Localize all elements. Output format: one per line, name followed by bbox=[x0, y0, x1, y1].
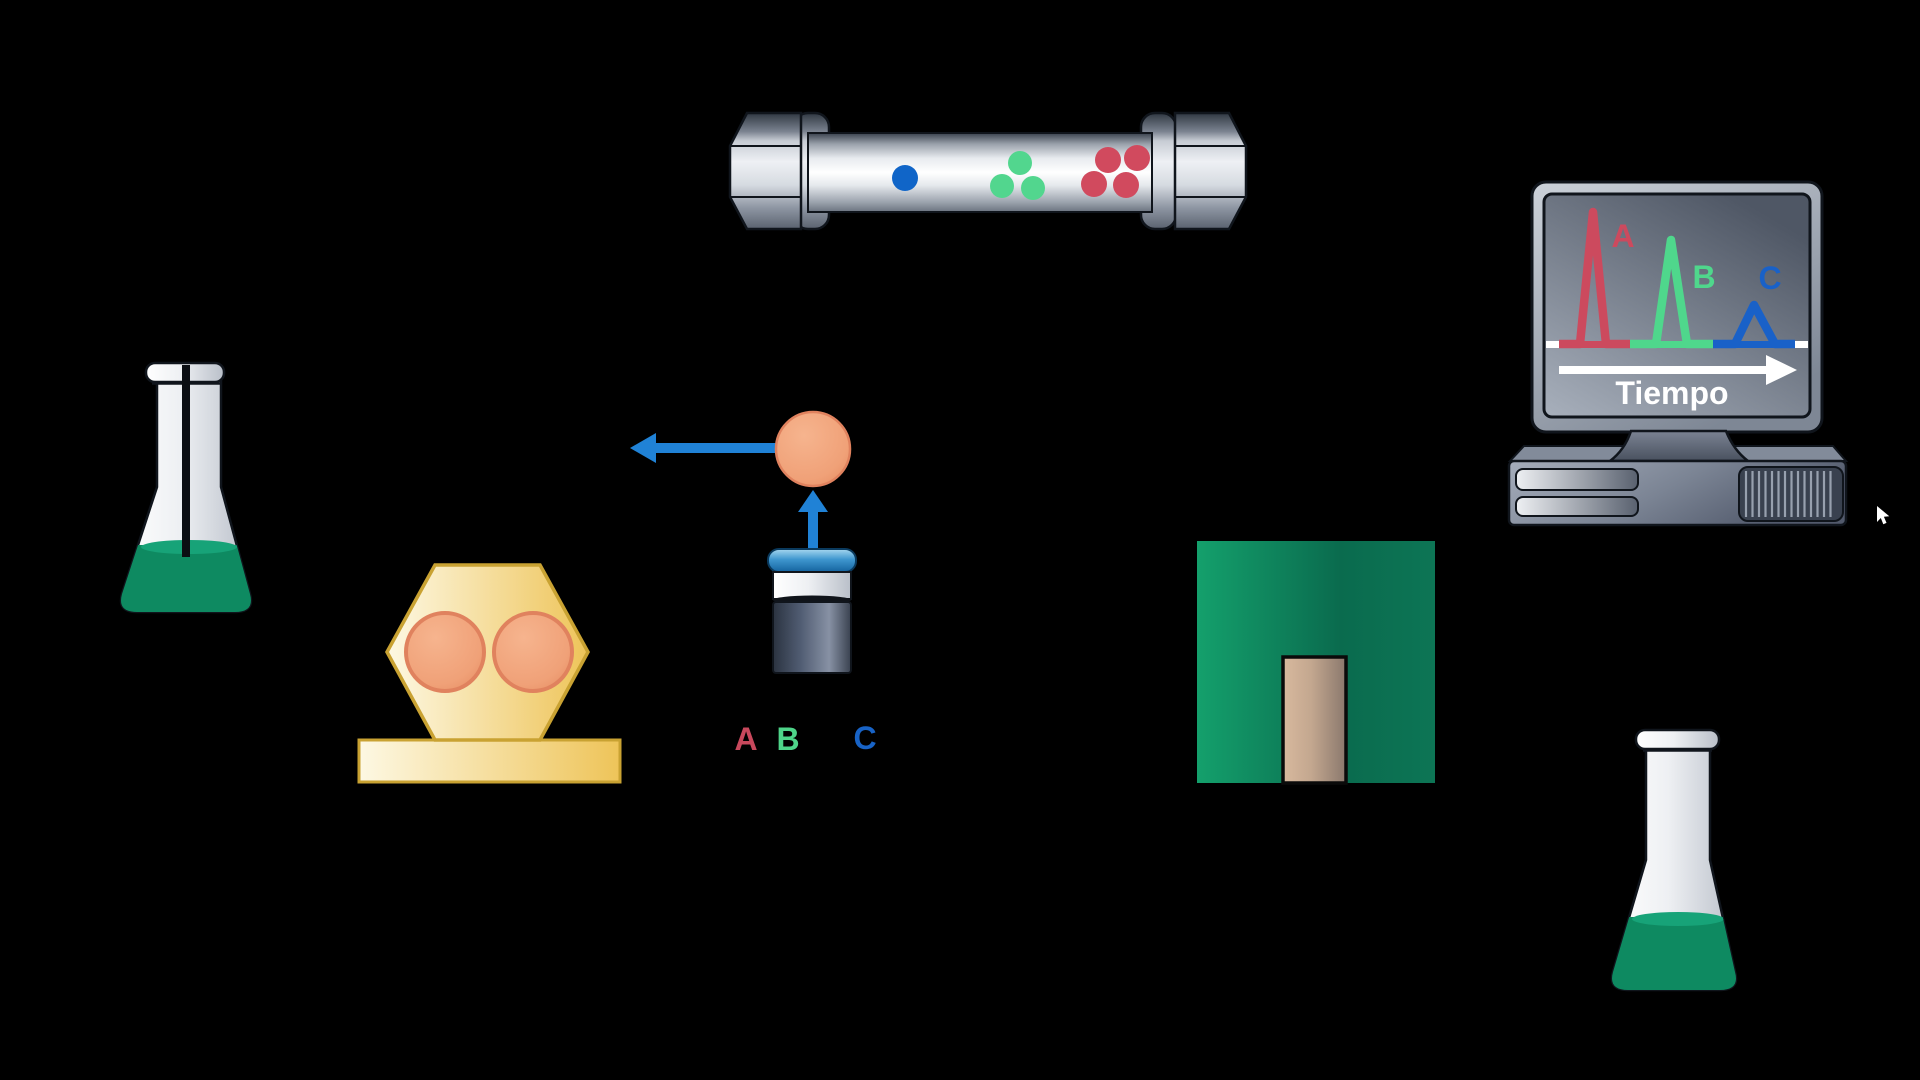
sample-label-b: B bbox=[776, 721, 799, 757]
peak-b bbox=[1630, 235, 1713, 349]
column-nut-left-facets bbox=[731, 145, 800, 198]
peak-label-a: A bbox=[1611, 218, 1634, 254]
pump-base bbox=[357, 738, 622, 784]
flask-dip-tube bbox=[182, 365, 190, 557]
time-axis-label: Tiempo bbox=[1615, 375, 1728, 411]
sample-label-a: A bbox=[734, 721, 757, 757]
pump-piston-right bbox=[492, 611, 574, 693]
baseline-white-left bbox=[1546, 341, 1559, 348]
baseline-blue bbox=[1713, 341, 1795, 348]
baseline-white-right bbox=[1795, 341, 1808, 348]
injector-icon bbox=[630, 410, 857, 674]
vial-body bbox=[772, 601, 852, 674]
detector-icon bbox=[1197, 541, 1435, 785]
computer-monitor: A B C Tiempo bbox=[1530, 180, 1824, 434]
mouse-cursor-icon bbox=[1877, 506, 1890, 525]
monitor-stand bbox=[1606, 429, 1752, 463]
column-nut-right bbox=[1173, 111, 1248, 231]
molecule-dots-red bbox=[1081, 145, 1150, 198]
sample-vial-icon bbox=[767, 548, 857, 674]
detector-window bbox=[1281, 655, 1348, 785]
peak-label-b: B bbox=[1692, 259, 1715, 295]
solvent-flask-icon bbox=[119, 361, 253, 614]
baseline-green bbox=[1630, 341, 1713, 348]
time-axis-arrow-shaft bbox=[1559, 366, 1768, 374]
sample-component-labels: A B C bbox=[734, 720, 876, 757]
vial-cap bbox=[767, 548, 857, 573]
peak-a bbox=[1559, 207, 1630, 349]
molecule-dot-blue bbox=[892, 165, 918, 191]
flow-arrow-up bbox=[798, 490, 828, 548]
baseline-red bbox=[1559, 341, 1630, 348]
drive-bay-top bbox=[1515, 468, 1639, 491]
column-nut-left bbox=[728, 111, 803, 231]
vial-glass-band bbox=[772, 571, 852, 600]
pump-body bbox=[385, 563, 590, 742]
vent-grille-lines bbox=[1744, 471, 1832, 517]
peak-label-c: C bbox=[1758, 260, 1781, 296]
molecule-dots-green bbox=[990, 151, 1045, 200]
computer-base bbox=[1507, 429, 1849, 527]
pump-piston-left bbox=[404, 611, 486, 693]
column-tube bbox=[807, 132, 1153, 213]
waste-flask-icon bbox=[1610, 728, 1738, 992]
waste-flask-rim bbox=[1634, 728, 1721, 751]
column-icon bbox=[728, 111, 1248, 231]
chromatogram: A B C Tiempo bbox=[1546, 207, 1808, 411]
injector-valve bbox=[774, 410, 852, 488]
flow-arrow-left bbox=[630, 433, 776, 463]
drive-bay-bottom bbox=[1515, 496, 1639, 517]
sample-label-c: C bbox=[853, 720, 876, 756]
peak-c bbox=[1713, 300, 1795, 349]
column-nut-right-facets bbox=[1176, 145, 1245, 198]
pump-icon bbox=[357, 563, 622, 784]
time-axis-arrow-head bbox=[1766, 355, 1797, 385]
waste-flask-liquid bbox=[1612, 912, 1736, 990]
